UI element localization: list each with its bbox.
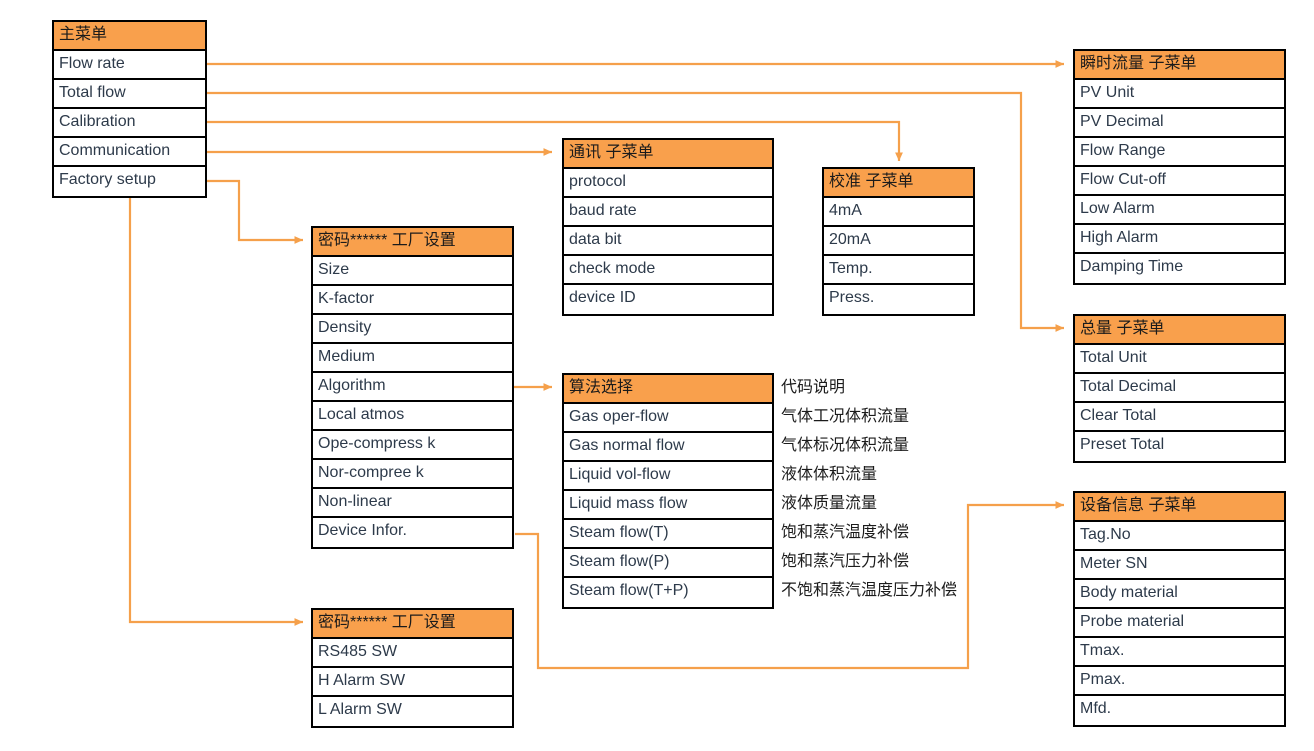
menu-item-meter-sn[interactable]: Meter SN	[1075, 551, 1284, 580]
menu-item-flow-cut-off[interactable]: Flow Cut-off	[1075, 167, 1284, 196]
node-header-factory-setup-submenu: 密码****** 工厂设置	[313, 228, 512, 257]
menu-item-communication[interactable]: Communication	[54, 138, 205, 167]
node-factory-setup-submenu: 密码****** 工厂设置 Size K-factor Density Medi…	[311, 226, 514, 549]
annotation-gas-oper-flow: 气体工况体积流量	[781, 408, 910, 425]
menu-item-check-mode[interactable]: check mode	[564, 256, 772, 285]
menu-item-preset-total[interactable]: Preset Total	[1080, 436, 1165, 453]
menu-item-device-id[interactable]: device ID	[569, 289, 636, 306]
node-communication-submenu: 通讯 子菜单 protocol baud rate data bit check…	[562, 138, 774, 316]
menu-item-steam-flow-p[interactable]: Steam flow(P)	[564, 549, 772, 578]
menu-item-calibration[interactable]: Calibration	[54, 109, 205, 138]
menu-item-local-atmos[interactable]: Local atmos	[313, 402, 512, 431]
menu-item-h-alarm-sw[interactable]: H Alarm SW	[313, 668, 512, 697]
menu-item-baud-rate[interactable]: baud rate	[564, 198, 772, 227]
menu-item-press[interactable]: Press.	[829, 289, 875, 306]
menu-item-liquid-vol-flow[interactable]: Liquid vol-flow	[564, 462, 772, 491]
menu-item-l-alarm-sw[interactable]: L Alarm SW	[318, 701, 402, 718]
menu-item-total-flow[interactable]: Total flow	[54, 80, 205, 109]
node-main-menu: 主菜单 Flow rate Total flow Calibration Com…	[52, 20, 207, 198]
menu-item-size[interactable]: Size	[313, 257, 512, 286]
menu-item-flow-rate[interactable]: Flow rate	[54, 51, 205, 80]
wire-factory-setup-upper	[205, 179, 304, 244]
menu-item-pv-decimal[interactable]: PV Decimal	[1075, 109, 1284, 138]
annotation-steam-flow-p: 饱和蒸汽压力补偿	[781, 553, 910, 570]
menu-item-pmax[interactable]: Pmax.	[1075, 667, 1284, 696]
menu-item-total-unit[interactable]: Total Unit	[1075, 345, 1284, 374]
node-factory-switch-submenu: 密码****** 工厂设置 RS485 SW H Alarm SW L Alar…	[311, 608, 514, 728]
menu-item-gas-normal-flow[interactable]: Gas normal flow	[564, 433, 772, 462]
menu-item-gas-oper-flow[interactable]: Gas oper-flow	[564, 404, 772, 433]
node-header-flow-rate-submenu: 瞬时流量 子菜单	[1075, 51, 1284, 80]
node-header-algorithm-submenu: 算法选择	[564, 375, 772, 404]
annotation-header: 代码说明	[781, 379, 846, 396]
menu-item-steam-flow-t[interactable]: Steam flow(T)	[564, 520, 772, 549]
menu-item-density[interactable]: Density	[313, 315, 512, 344]
menu-item-total-decimal[interactable]: Total Decimal	[1075, 374, 1284, 403]
menu-item-algorithm[interactable]: Algorithm	[313, 373, 512, 402]
node-calibration-submenu: 校准 子菜单 4mA 20mA Temp. Press.	[822, 167, 975, 316]
menu-item-tmax[interactable]: Tmax.	[1075, 638, 1284, 667]
annotation-steam-flow-tp: 不饱和蒸汽温度压力补偿	[781, 582, 958, 599]
node-header-factory-switch-submenu: 密码****** 工厂设置	[313, 610, 512, 639]
wire-calibration	[205, 120, 903, 162]
menu-item-low-alarm[interactable]: Low Alarm	[1075, 196, 1284, 225]
node-header-device-info-submenu: 设备信息 子菜单	[1075, 493, 1284, 522]
menu-item-nor-compree-k[interactable]: Nor-compree k	[313, 460, 512, 489]
menu-item-probe-material[interactable]: Probe material	[1075, 609, 1284, 638]
menu-item-steam-flow-tp[interactable]: Steam flow(T+P)	[569, 582, 689, 599]
wire-factory-setup-lower	[128, 196, 304, 626]
menu-item-non-linear[interactable]: Non-linear	[313, 489, 512, 518]
menu-item-20ma[interactable]: 20mA	[824, 227, 973, 256]
menu-item-flow-range[interactable]: Flow Range	[1075, 138, 1284, 167]
menu-item-protocol[interactable]: protocol	[564, 169, 772, 198]
node-header-communication-submenu: 通讯 子菜单	[564, 140, 772, 169]
menu-item-factory-setup[interactable]: Factory setup	[59, 171, 156, 188]
menu-item-ope-compress-k[interactable]: Ope-compress k	[313, 431, 512, 460]
node-algorithm-submenu: 算法选择 Gas oper-flow Gas normal flow Liqui…	[562, 373, 774, 609]
menu-item-liquid-mass-flow[interactable]: Liquid mass flow	[564, 491, 772, 520]
node-device-info-submenu: 设备信息 子菜单 Tag.No Meter SN Body material P…	[1073, 491, 1286, 727]
menu-item-k-factor[interactable]: K-factor	[313, 286, 512, 315]
node-header-main-menu: 主菜单	[54, 22, 205, 51]
annotation-liquid-mass-flow: 液体质量流量	[781, 495, 878, 512]
menu-item-4ma[interactable]: 4mA	[824, 198, 973, 227]
menu-item-medium[interactable]: Medium	[313, 344, 512, 373]
annotation-steam-flow-t: 饱和蒸汽温度补偿	[781, 524, 910, 541]
menu-item-rs485-sw[interactable]: RS485 SW	[313, 639, 512, 668]
menu-item-tag-no[interactable]: Tag.No	[1075, 522, 1284, 551]
menu-item-device-infor[interactable]: Device Infor.	[318, 522, 407, 539]
annotation-liquid-vol-flow: 液体体积流量	[781, 466, 878, 483]
node-header-calibration-submenu: 校准 子菜单	[824, 169, 973, 198]
menu-item-temp[interactable]: Temp.	[824, 256, 973, 285]
menu-item-body-material[interactable]: Body material	[1075, 580, 1284, 609]
menu-item-damping-time[interactable]: Damping Time	[1080, 258, 1184, 275]
menu-item-pv-unit[interactable]: PV Unit	[1075, 80, 1284, 109]
node-header-total-flow-submenu: 总量 子菜单	[1075, 316, 1284, 345]
node-total-flow-submenu: 总量 子菜单 Total Unit Total Decimal Clear To…	[1073, 314, 1286, 463]
annotation-gas-normal-flow: 气体标况体积流量	[781, 437, 910, 454]
menu-item-data-bit[interactable]: data bit	[564, 227, 772, 256]
menu-item-high-alarm[interactable]: High Alarm	[1075, 225, 1284, 254]
node-flow-rate-submenu: 瞬时流量 子菜单 PV Unit PV Decimal Flow Range F…	[1073, 49, 1286, 285]
menu-item-mfd[interactable]: Mfd.	[1080, 700, 1112, 717]
menu-item-clear-total[interactable]: Clear Total	[1075, 403, 1284, 432]
algorithm-annotation-column: 代码说明 气体工况体积流量 气体标况体积流量 液体体积流量 液体质量流量 饱和蒸…	[781, 373, 1081, 605]
